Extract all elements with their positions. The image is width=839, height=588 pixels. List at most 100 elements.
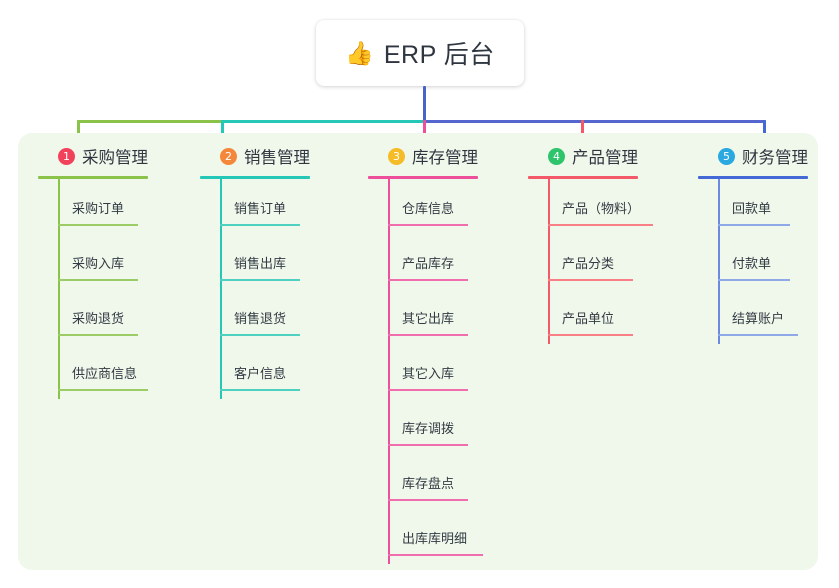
list-item[interactable]: 回款单 — [698, 179, 838, 234]
branch-column-4: 4 产品管理 产品（物料） 产品分类 产品单位 — [528, 143, 688, 344]
item-rule — [220, 389, 300, 391]
branch-rule-1 — [38, 176, 148, 179]
branch-spine-2 — [220, 179, 222, 399]
item-label: 其它出库 — [402, 311, 455, 326]
item-label: 产品库存 — [402, 256, 455, 271]
branch-title-3: 库存管理 — [412, 149, 478, 167]
item-rule — [220, 279, 300, 281]
list-item[interactable]: 销售出库 — [200, 234, 352, 289]
branch-items-4: 产品（物料） 产品分类 产品单位 — [528, 179, 688, 344]
item-label: 产品单位 — [562, 311, 615, 326]
item-label: 采购退货 — [72, 311, 125, 326]
branch-items-3: 仓库信息 产品库存 其它出库 其它入库 库存调拨 库存盘点 — [368, 179, 520, 564]
list-item[interactable]: 采购退货 — [38, 289, 190, 344]
item-rule — [388, 554, 483, 556]
root-node-title: ERP 后台 — [383, 41, 495, 69]
branch-header-1[interactable]: 1 采购管理 — [38, 143, 190, 169]
branch-rule-5 — [698, 176, 808, 179]
branch-header-4[interactable]: 4 产品管理 — [528, 143, 688, 169]
branch-badge-4: 4 — [548, 147, 565, 165]
list-item[interactable]: 结算账户 — [698, 289, 838, 344]
root-node[interactable]: 👍 ERP 后台 — [316, 20, 524, 86]
item-label: 仓库信息 — [402, 201, 455, 216]
list-item[interactable]: 供应商信息 — [38, 344, 190, 399]
list-item[interactable]: 销售订单 — [200, 179, 352, 234]
branch-title-4: 产品管理 — [572, 149, 638, 167]
bus-segment-blue — [423, 120, 766, 123]
list-item[interactable]: 付款单 — [698, 234, 838, 289]
item-rule — [388, 224, 468, 226]
item-label: 销售订单 — [234, 201, 287, 216]
root-node-content: 👍 ERP 后台 — [345, 35, 495, 71]
branch-header-5[interactable]: 5 财务管理 — [698, 143, 838, 169]
branch-header-2[interactable]: 2 销售管理 — [200, 143, 352, 169]
item-label: 其它入库 — [402, 366, 455, 381]
list-item[interactable]: 其它出库 — [368, 289, 520, 344]
list-item[interactable]: 产品单位 — [528, 289, 688, 344]
bus-segment-teal — [221, 120, 425, 123]
diagram-panel — [18, 133, 818, 570]
branch-spine-1 — [58, 179, 60, 399]
item-rule — [58, 389, 148, 391]
branch-title-1: 采购管理 — [82, 149, 148, 167]
item-label: 客户信息 — [234, 366, 287, 381]
item-label: 付款单 — [732, 256, 772, 271]
list-item[interactable]: 销售退货 — [200, 289, 352, 344]
item-label: 结算账户 — [732, 311, 785, 326]
list-item[interactable]: 采购入库 — [38, 234, 190, 289]
list-item[interactable]: 产品库存 — [368, 234, 520, 289]
item-rule — [58, 224, 138, 226]
list-item[interactable]: 产品（物料） — [528, 179, 688, 234]
item-label: 库存盘点 — [402, 476, 455, 491]
item-rule — [388, 279, 468, 281]
item-label: 产品分类 — [562, 256, 615, 271]
branch-title-5: 财务管理 — [742, 149, 808, 167]
branch-rule-3 — [368, 176, 478, 179]
list-item[interactable]: 产品分类 — [528, 234, 688, 289]
branch-badge-3: 3 — [388, 147, 405, 165]
branch-items-5: 回款单 付款单 结算账户 — [698, 179, 838, 344]
thumbs-up-icon: 👍 — [345, 39, 374, 66]
branch-column-1: 1 采购管理 采购订单 采购入库 采购退货 供应商信息 — [38, 143, 190, 399]
bus-segment-green — [77, 120, 223, 123]
item-rule — [58, 279, 138, 281]
branch-rule-4 — [528, 176, 638, 179]
branch-spine-5 — [718, 179, 720, 344]
branch-items-1: 采购订单 采购入库 采购退货 供应商信息 — [38, 179, 190, 399]
list-item[interactable]: 客户信息 — [200, 344, 352, 399]
item-rule — [718, 334, 798, 336]
item-label: 供应商信息 — [72, 366, 138, 381]
list-item[interactable]: 库存盘点 — [368, 454, 520, 509]
item-rule — [58, 334, 138, 336]
item-rule — [548, 279, 633, 281]
item-label: 采购订单 — [72, 201, 125, 216]
branch-column-3: 3 库存管理 仓库信息 产品库存 其它出库 其它入库 库存调拨 — [368, 143, 520, 564]
item-rule — [388, 389, 468, 391]
branch-badge-1: 1 — [58, 147, 75, 165]
branch-column-5: 5 财务管理 回款单 付款单 结算账户 — [698, 143, 838, 344]
branch-spine-3 — [388, 179, 390, 564]
branch-items-2: 销售订单 销售出库 销售退货 客户信息 — [200, 179, 352, 399]
root-stem-connector — [423, 86, 426, 122]
list-item[interactable]: 其它入库 — [368, 344, 520, 399]
item-rule — [220, 224, 300, 226]
branch-header-3[interactable]: 3 库存管理 — [368, 143, 520, 169]
item-rule — [718, 279, 790, 281]
item-label: 回款单 — [732, 201, 772, 216]
item-rule — [718, 224, 790, 226]
item-rule — [548, 224, 653, 226]
item-rule — [388, 444, 468, 446]
item-label: 库存调拨 — [402, 421, 455, 436]
item-label: 产品（物料） — [562, 201, 641, 216]
branch-badge-5: 5 — [718, 147, 735, 165]
list-item[interactable]: 库存调拨 — [368, 399, 520, 454]
list-item[interactable]: 采购订单 — [38, 179, 190, 234]
list-item[interactable]: 仓库信息 — [368, 179, 520, 234]
item-rule — [388, 499, 468, 501]
branch-badge-2: 2 — [220, 147, 237, 165]
list-item[interactable]: 出库库明细 — [368, 509, 520, 564]
branch-rule-2 — [200, 176, 310, 179]
item-label: 采购入库 — [72, 256, 125, 271]
item-label: 出库库明细 — [402, 531, 468, 546]
